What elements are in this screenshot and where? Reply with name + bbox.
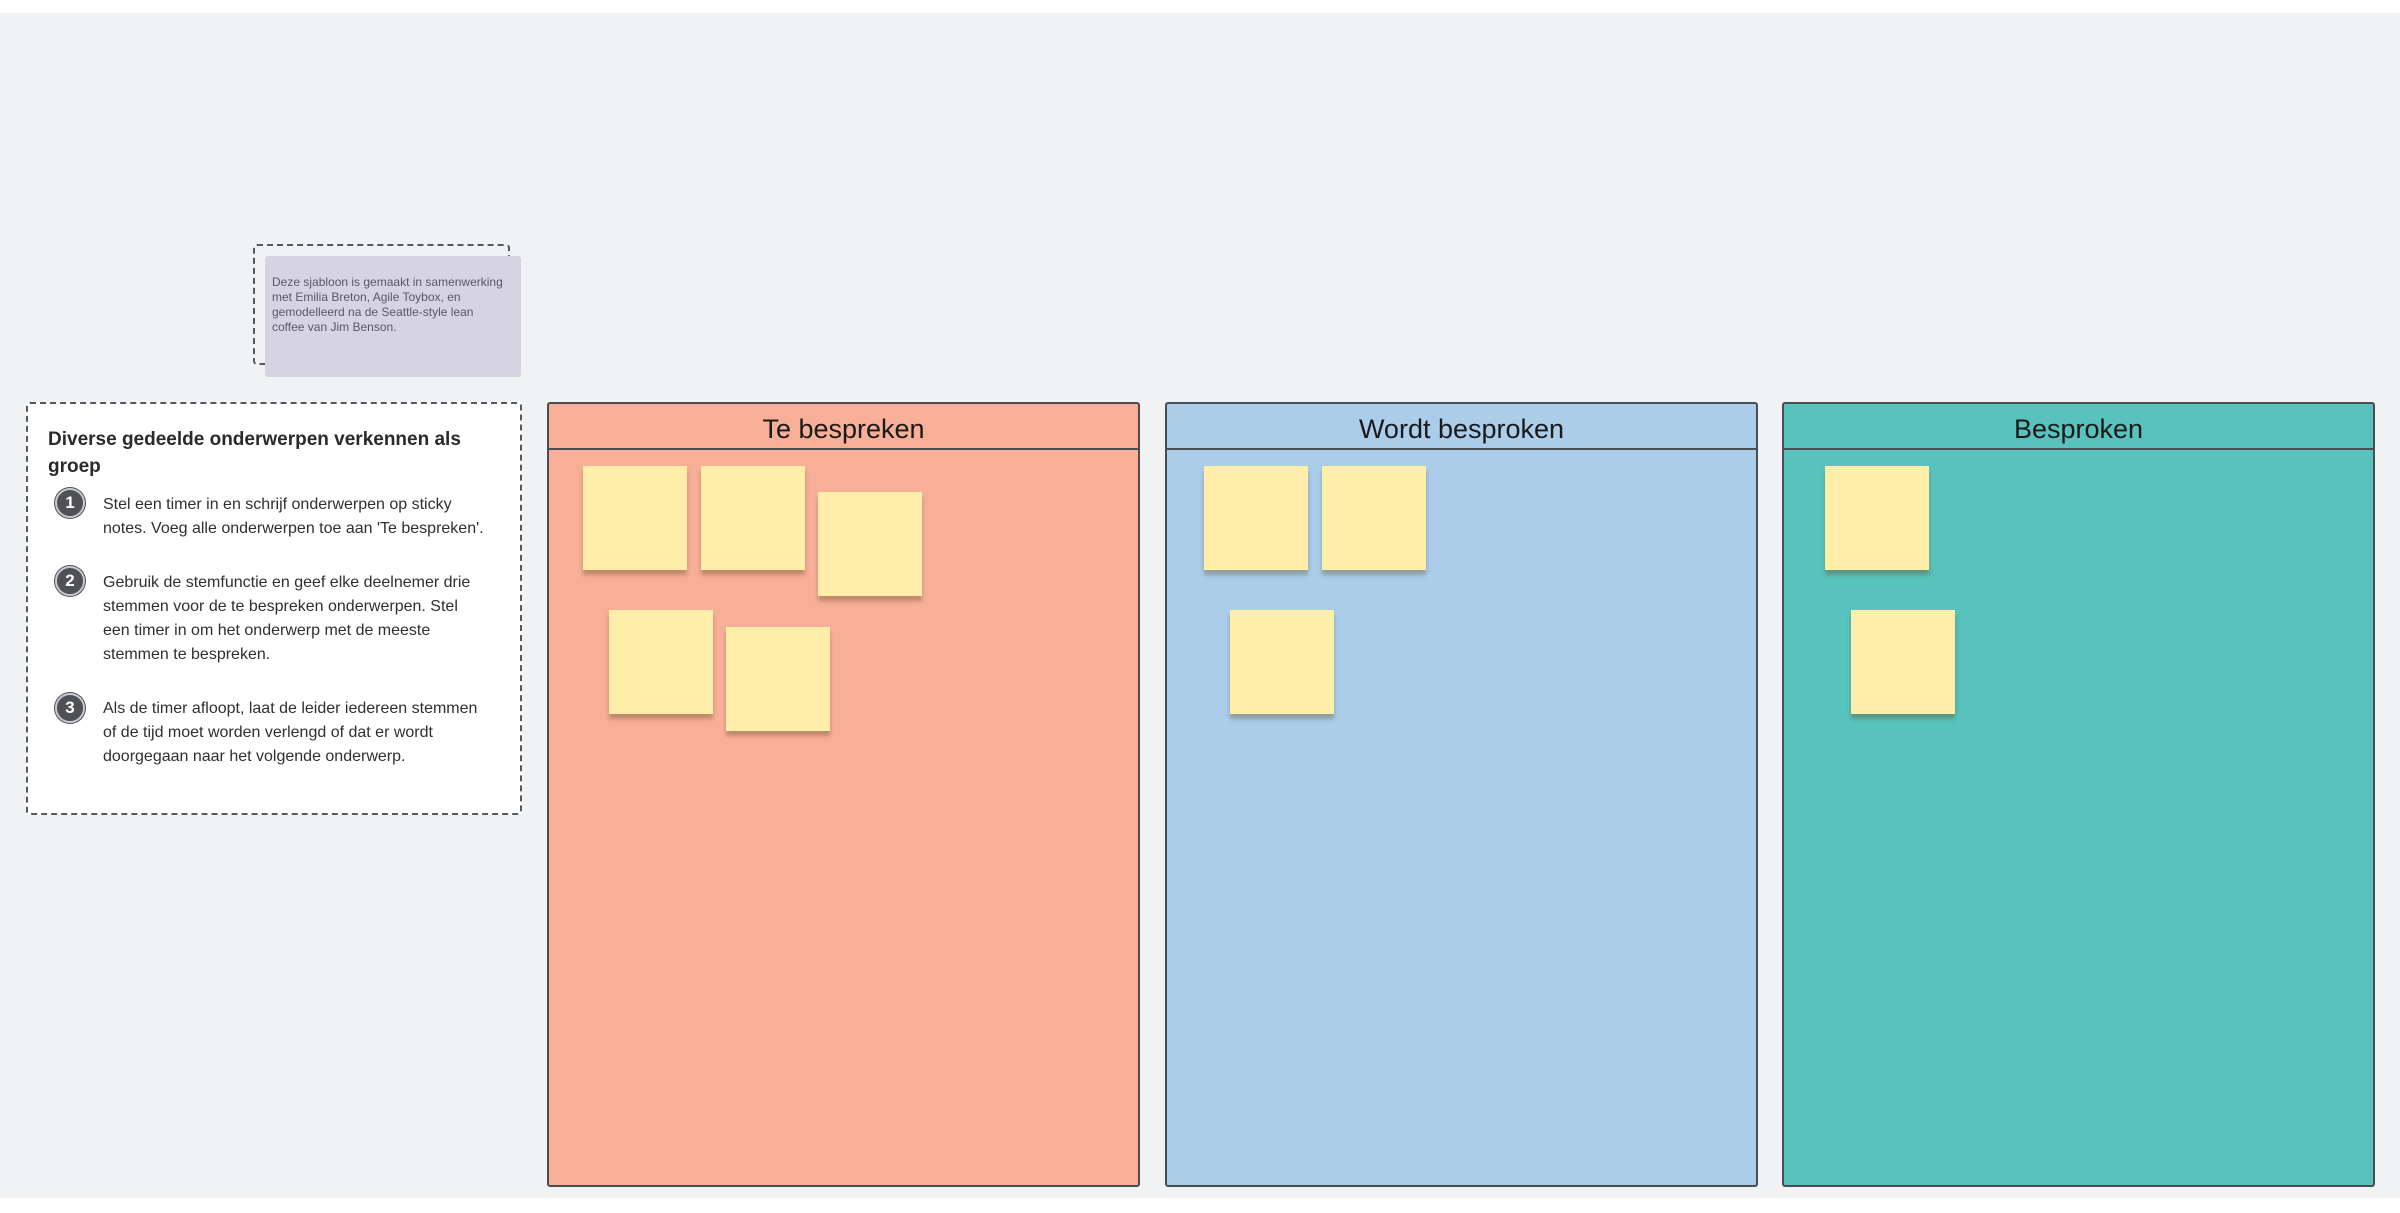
- column-header[interactable]: Besproken: [1784, 404, 2373, 450]
- sticky-note[interactable]: [701, 466, 805, 570]
- step-2-text: Gebruik de stemfunctie en geef elke deel…: [103, 574, 471, 663]
- column-header[interactable]: Wordt besproken: [1167, 404, 1756, 450]
- sticky-note[interactable]: [818, 492, 922, 596]
- sticky-note[interactable]: [1204, 466, 1308, 570]
- instructions-frame[interactable]: Diverse gedeelde onderwerpen verkennen a…: [26, 402, 522, 815]
- sticky-note[interactable]: [1825, 466, 1929, 570]
- sticky-note[interactable]: [1851, 610, 1955, 714]
- step-1-badge: 1: [55, 488, 85, 518]
- step-3-text: Als de timer afloopt, laat de leider ied…: [103, 700, 478, 765]
- sticky-note[interactable]: [1322, 466, 1426, 570]
- instructions-title: Diverse gedeelde onderwerpen verkennen a…: [48, 429, 461, 477]
- column-header[interactable]: Te bespreken: [549, 404, 1138, 450]
- step-3-badge: 3: [55, 693, 85, 723]
- whiteboard-canvas[interactable]: Deze sjabloon is gemaakt in samenwerking…: [0, 13, 2400, 1198]
- sticky-note[interactable]: [609, 610, 713, 714]
- sticky-note[interactable]: [583, 466, 687, 570]
- sticky-note[interactable]: [1230, 610, 1334, 714]
- attribution-text: Deze sjabloon is gemaakt in samenwerking…: [272, 275, 503, 334]
- attribution-note[interactable]: Deze sjabloon is gemaakt in samenwerking…: [265, 256, 521, 377]
- step-1-text: Stel een timer in en schrijf onderwerpen…: [103, 496, 484, 537]
- step-2-badge: 2: [55, 566, 85, 596]
- sticky-note[interactable]: [726, 627, 830, 731]
